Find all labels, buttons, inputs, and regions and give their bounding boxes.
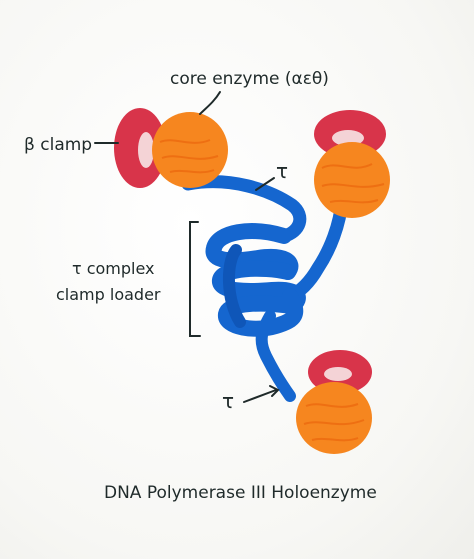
tau-top-label: τ (276, 159, 288, 183)
tau-complex-label-line2: clamp loader (56, 285, 161, 304)
tau-complex-bracket (189, 221, 201, 337)
replisome-top-left (114, 108, 228, 188)
core-enzyme-bottom (296, 382, 372, 454)
core-enzyme-bottom-texture (303, 403, 365, 442)
beta-clamp-top-left-hole (138, 132, 154, 168)
replisome-bottom (296, 350, 372, 454)
diagram-title: DNA Polymerase III Holoenzyme (104, 483, 377, 503)
coil-loop-1 (205, 223, 299, 280)
core-enzyme-top-right-texture (321, 163, 385, 204)
tau-bottom-pointer (243, 389, 277, 403)
tau-complex-label-line1: τ complex (72, 259, 155, 278)
tau-bottom-label: τ (222, 389, 234, 413)
core-enzyme-label: core enzyme (αεθ) (170, 69, 329, 89)
core-enzyme-top-left-texture (159, 139, 219, 174)
core-enzyme-top-left (152, 112, 228, 188)
beta-clamp-label: β clamp (24, 135, 92, 155)
core-enzyme-pointer (199, 91, 221, 115)
tau-bottom-arrowhead (269, 385, 280, 397)
core-enzyme-top-right (314, 142, 390, 218)
beta-clamp-top-right-hole (332, 130, 364, 146)
annotation-lines (94, 91, 280, 403)
tau-complex-coil (205, 223, 306, 337)
beta-clamp-bottom-hole (324, 367, 352, 381)
tau-top-pointer (255, 177, 275, 191)
tau-strand-top-left (181, 175, 307, 243)
coil-loop-4 (222, 244, 246, 328)
replisome-top-right (314, 110, 390, 218)
